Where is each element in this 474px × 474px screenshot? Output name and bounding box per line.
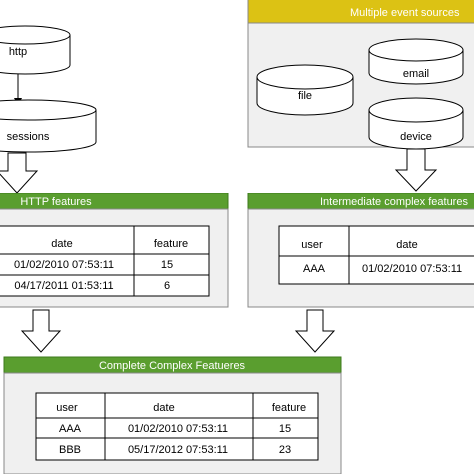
intermediate-row1-date: 01/02/2010 07:53:11 (362, 263, 462, 275)
intermediate-panel: Intermediate complex features user date … (247, 193, 474, 308)
intermediate-col-date: date (396, 239, 417, 251)
http-row1-date: 01/02/2010 07:53:11 (14, 259, 114, 271)
intermediate-col-user: user (301, 239, 323, 251)
email-label: email (403, 68, 429, 80)
sessions-cylinder: sessions (0, 99, 97, 153)
event-sources-title: Multiple event sources (350, 7, 460, 19)
http-label: http (9, 46, 27, 58)
device-cylinder: device (368, 97, 464, 150)
http-to-complete-arrow (20, 309, 62, 353)
http-cylinder: http (0, 25, 71, 75)
complete-row1-user: AAA (59, 423, 82, 435)
sessions-label: sessions (7, 131, 50, 143)
http-col-date: date (51, 238, 72, 250)
http-features-panel: HTTP features date feature 01/02/2010 07… (0, 193, 229, 308)
complete-col-date: date (153, 402, 174, 414)
event-sources-panel: Multiple event sources file email device (247, 0, 474, 150)
file-label: file (298, 90, 312, 102)
complete-row1-feature: 15 (279, 423, 291, 435)
complete-panel: Complete Complex Featueres user date fea… (3, 356, 342, 474)
complete-table: user date feature AAA 01/02/2010 07:53:1… (35, 392, 319, 461)
intermediate-to-complete-arrow (294, 309, 336, 353)
complete-row2-feature: 23 (279, 444, 291, 456)
email-cylinder: email (368, 38, 464, 85)
complete-row2-user: BBB (59, 444, 81, 456)
intermediate-row1-user: AAA (303, 263, 326, 275)
sources-to-intermediate-arrow (394, 148, 438, 192)
complete-col-feature: feature (272, 402, 306, 414)
intermediate-table: user date AAA 01/02/2010 07:53:11 (278, 225, 474, 285)
complete-row1-date: 01/02/2010 07:53:11 (128, 423, 228, 435)
complete-col-user: user (56, 402, 78, 414)
device-label: device (400, 131, 432, 143)
complete-row2-date: 05/17/2012 07:53:11 (128, 444, 228, 456)
http-row1-feature: 15 (161, 259, 173, 271)
complete-title: Complete Complex Featueres (99, 360, 246, 372)
file-cylinder: file (256, 64, 354, 116)
http-col-feature: feature (154, 238, 188, 250)
http-features-table: date feature 01/02/2010 07:53:11 15 04/1… (0, 225, 210, 297)
http-row2-date: 04/17/2011 01:53:11 (14, 280, 113, 292)
intermediate-title: Intermediate complex features (320, 196, 468, 208)
http-features-title: HTTP features (20, 196, 92, 208)
sessions-to-http-features-arrow (0, 152, 39, 194)
http-row2-feature: 6 (164, 280, 170, 292)
